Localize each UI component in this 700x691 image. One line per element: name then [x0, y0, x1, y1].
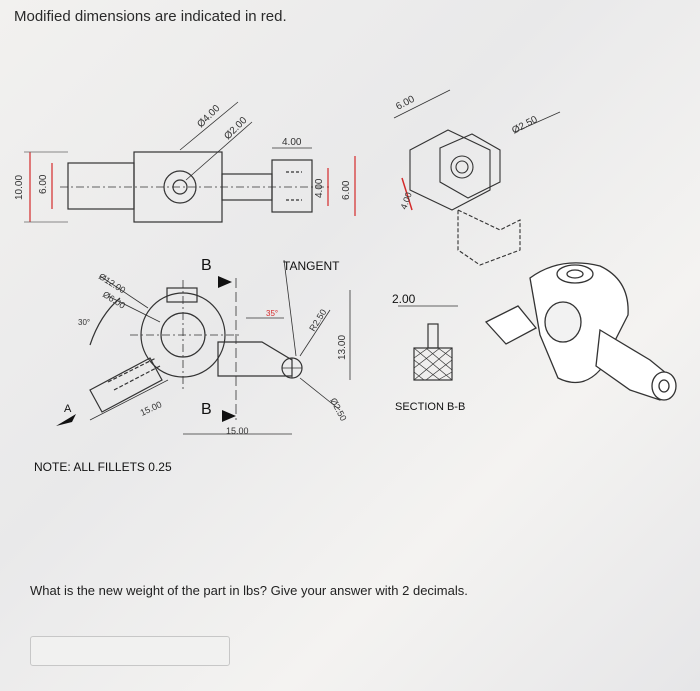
front-view	[89, 259, 351, 435]
leader-dia2	[185, 121, 253, 181]
label-view-a: A	[64, 403, 72, 415]
top-view-clevis	[271, 159, 313, 213]
dim-top-4: 4.00	[282, 137, 302, 148]
dim-dia2: Ø2.00	[222, 115, 249, 142]
leader-dia250	[299, 377, 341, 411]
iso-red-dim	[401, 177, 413, 211]
dim-angle-35: 35°	[266, 309, 278, 318]
question-prompt: What is the new weight of the part in lb…	[30, 583, 468, 598]
label-tangent: TANGENT	[283, 259, 340, 273]
section-dim-2: 2.00	[392, 292, 416, 306]
leader-r250	[299, 309, 331, 357]
leader-dia4	[179, 101, 239, 151]
section-arrow-top	[218, 276, 232, 288]
iso-dim-line-6	[393, 89, 451, 119]
answer-input[interactable]	[30, 636, 230, 666]
leader-tangent	[283, 259, 297, 357]
label-section-b-bottom: B	[201, 401, 212, 418]
dim-line-15-left	[89, 379, 169, 421]
section-arrow-bottom	[222, 410, 236, 422]
top-view-left-block	[67, 162, 135, 210]
iso-part-3d	[484, 262, 677, 401]
right-dimensions	[327, 156, 356, 216]
iso-part-left-arm	[484, 305, 538, 345]
angle-arc-30	[89, 297, 121, 346]
dim-dia250-bottom: Ø2.50	[328, 396, 348, 422]
leader-dia12	[99, 275, 149, 309]
iso-hole-inner	[455, 160, 469, 174]
question-instruction: Modified dimensions are indicated in red…	[14, 8, 287, 25]
iso-view-upper	[393, 89, 561, 266]
dim-6-left: 6.00	[38, 174, 49, 194]
section-b-b	[398, 305, 458, 381]
dim-6-right: 6.00	[341, 180, 352, 200]
iso-arm-hidden	[457, 209, 521, 266]
front-view-boss	[166, 287, 198, 303]
iso-hole-outer	[450, 155, 474, 179]
section-flange	[413, 347, 453, 381]
section-web	[427, 323, 439, 349]
iso-body-2	[439, 133, 501, 199]
dim-r250: R2.50	[307, 307, 328, 333]
iso-dim-line-dia	[514, 111, 561, 133]
iso-body	[409, 129, 491, 211]
dim-4-right: 4.00	[314, 178, 325, 198]
front-view-left-arm	[89, 357, 163, 413]
front-view-right-arm	[217, 341, 293, 377]
iso-part-clevis-hole	[658, 379, 670, 393]
iso-part-top-hole	[566, 269, 584, 279]
dim-10: 10.00	[14, 175, 25, 200]
front-view-left-arm-hidden-2	[113, 365, 161, 391]
iso-dim-dia-250: Ø2.50	[510, 114, 540, 137]
iso-dim-6: 6.00	[394, 94, 417, 113]
leader-dia6	[107, 295, 161, 323]
fillet-note: NOTE: ALL FILLETS 0.25	[34, 460, 172, 474]
top-view	[60, 101, 330, 223]
section-b-b-label: SECTION B-B	[395, 401, 465, 413]
left-dimensions	[24, 151, 68, 223]
dim-angle-30: 30°	[78, 318, 90, 327]
front-view-left-arm-hidden	[107, 357, 157, 383]
iso-part-bore	[544, 301, 582, 343]
dim-15-left: 15.00	[139, 399, 164, 418]
section-hatching	[413, 347, 453, 381]
view-arrow-a	[56, 414, 76, 426]
label-section-b-top: B	[201, 257, 212, 274]
dim-15-bottom: 15.00	[226, 426, 249, 436]
engineering-drawing: Ø4.00 Ø2.00 4.00 10.00 6.00 4.00 6.00	[14, 89, 677, 474]
dim-13: 13.00	[337, 335, 348, 360]
